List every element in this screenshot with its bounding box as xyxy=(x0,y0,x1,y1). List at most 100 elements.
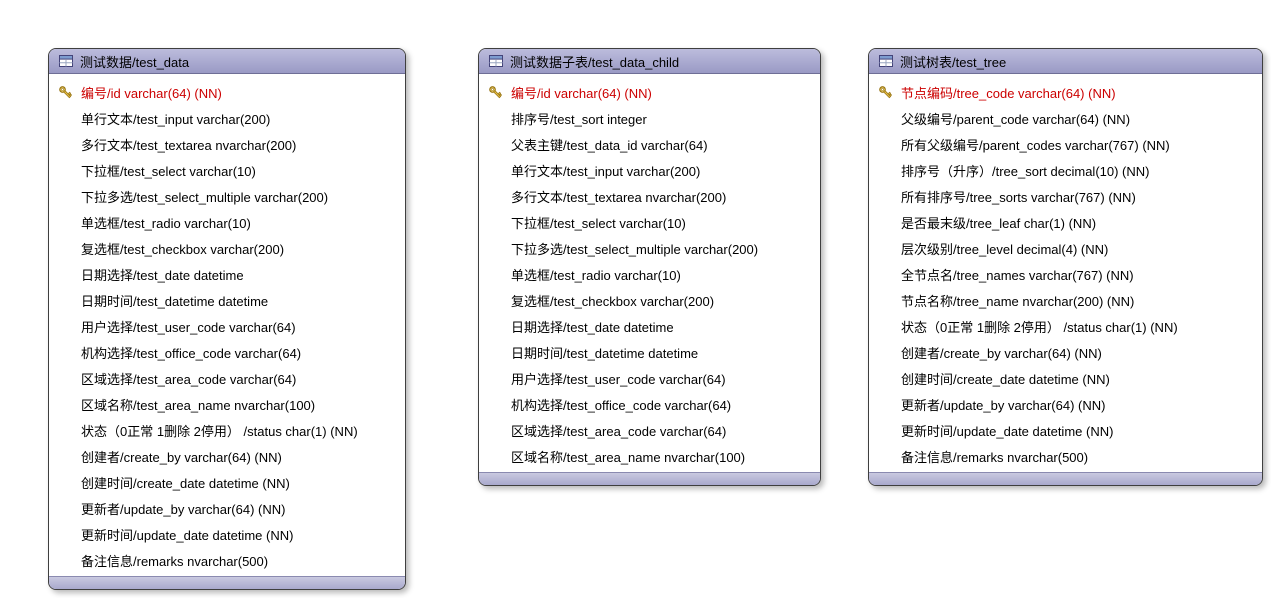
field-label: 机构选择/test_office_code varchar(64) xyxy=(81,345,302,361)
field-row[interactable]: 排序号（升序）/tree_sort decimal(10) (NN) xyxy=(869,157,1262,183)
field-row[interactable]: 创建时间/create_date datetime (NN) xyxy=(49,469,405,495)
field-row[interactable]: 节点名称/tree_name nvarchar(200) (NN) xyxy=(869,287,1262,313)
field-row[interactable]: 排序号/test_sort integer xyxy=(479,105,820,131)
field-row[interactable]: 更新时间/update_date datetime (NN) xyxy=(869,417,1262,443)
field-row[interactable]: 用户选择/test_user_code varchar(64) xyxy=(49,313,405,339)
field-label: 编号/id varchar(64) (NN) xyxy=(81,85,222,101)
field-label: 机构选择/test_office_code varchar(64) xyxy=(511,397,732,413)
db-table-header[interactable]: 测试数据子表/test_data_child xyxy=(479,49,820,74)
field-label: 更新时间/update_date datetime (NN) xyxy=(81,527,294,543)
field-label: 节点名称/tree_name nvarchar(200) (NN) xyxy=(901,293,1135,309)
field-label: 下拉框/test_select varchar(10) xyxy=(511,215,686,231)
field-label: 多行文本/test_textarea nvarchar(200) xyxy=(511,189,727,205)
db-table-card-2[interactable]: 测试数据子表/test_data_child 编号/id varchar(64)… xyxy=(478,48,821,486)
field-row[interactable]: 下拉框/test_select varchar(10) xyxy=(49,157,405,183)
table-footer xyxy=(479,472,820,485)
field-row[interactable]: 更新者/update_by varchar(64) (NN) xyxy=(49,495,405,521)
field-row[interactable]: 备注信息/remarks nvarchar(500) xyxy=(49,547,405,573)
field-label: 所有父级编号/parent_codes varchar(767) (NN) xyxy=(901,137,1170,153)
table-field-list: 编号/id varchar(64) (NN) 单行文本/test_input v… xyxy=(49,74,405,576)
field-label: 更新者/update_by varchar(64) (NN) xyxy=(81,501,286,517)
field-row[interactable]: 创建时间/create_date datetime (NN) xyxy=(869,365,1262,391)
field-row[interactable]: 区域名称/test_area_name nvarchar(100) xyxy=(49,391,405,417)
field-row[interactable]: 区域名称/test_area_name nvarchar(100) xyxy=(479,443,820,469)
field-label: 单选框/test_radio varchar(10) xyxy=(511,267,681,283)
field-row[interactable]: 编号/id varchar(64) (NN) xyxy=(49,79,405,105)
field-label: 更新者/update_by varchar(64) (NN) xyxy=(901,397,1106,413)
field-row[interactable]: 单选框/test_radio varchar(10) xyxy=(49,209,405,235)
field-row[interactable]: 下拉多选/test_select_multiple varchar(200) xyxy=(49,183,405,209)
field-row[interactable]: 日期选择/test_date datetime xyxy=(479,313,820,339)
field-row[interactable]: 单选框/test_radio varchar(10) xyxy=(479,261,820,287)
field-label: 单选框/test_radio varchar(10) xyxy=(81,215,251,231)
field-row[interactable]: 层次级别/tree_level decimal(4) (NN) xyxy=(869,235,1262,261)
key-icon xyxy=(49,84,81,101)
field-row[interactable]: 状态（0正常 1删除 2停用） /status char(1) (NN) xyxy=(49,417,405,443)
field-row[interactable]: 机构选择/test_office_code varchar(64) xyxy=(49,339,405,365)
field-row[interactable]: 创建者/create_by varchar(64) (NN) xyxy=(49,443,405,469)
field-label: 多行文本/test_textarea nvarchar(200) xyxy=(81,137,297,153)
field-row[interactable]: 复选框/test_checkbox varchar(200) xyxy=(479,287,820,313)
field-row[interactable]: 父级编号/parent_code varchar(64) (NN) xyxy=(869,105,1262,131)
field-label: 复选框/test_checkbox varchar(200) xyxy=(511,293,715,309)
field-row[interactable]: 备注信息/remarks nvarchar(500) xyxy=(869,443,1262,469)
db-table-header[interactable]: 测试树表/test_tree xyxy=(869,49,1262,74)
field-label: 备注信息/remarks nvarchar(500) xyxy=(81,553,269,569)
field-label: 用户选择/test_user_code varchar(64) xyxy=(511,371,726,387)
key-icon xyxy=(479,84,511,101)
field-label: 下拉多选/test_select_multiple varchar(200) xyxy=(511,241,759,257)
key-icon xyxy=(869,84,901,101)
field-label: 单行文本/test_input varchar(200) xyxy=(81,111,271,127)
field-row[interactable]: 更新时间/update_date datetime (NN) xyxy=(49,521,405,547)
field-row[interactable]: 更新者/update_by varchar(64) (NN) xyxy=(869,391,1262,417)
db-table-header[interactable]: 测试数据/test_data xyxy=(49,49,405,74)
field-row[interactable]: 日期时间/test_datetime datetime xyxy=(49,287,405,313)
field-label: 排序号（升序）/tree_sort decimal(10) (NN) xyxy=(901,163,1150,179)
field-label: 更新时间/update_date datetime (NN) xyxy=(901,423,1114,439)
table-icon xyxy=(489,55,503,67)
field-row[interactable]: 多行文本/test_textarea nvarchar(200) xyxy=(49,131,405,157)
field-row[interactable]: 区域选择/test_area_code varchar(64) xyxy=(479,417,820,443)
field-row[interactable]: 编号/id varchar(64) (NN) xyxy=(479,79,820,105)
field-label: 排序号/test_sort integer xyxy=(511,111,647,127)
field-row[interactable]: 机构选择/test_office_code varchar(64) xyxy=(479,391,820,417)
field-label: 下拉多选/test_select_multiple varchar(200) xyxy=(81,189,329,205)
field-row[interactable]: 创建者/create_by varchar(64) (NN) xyxy=(869,339,1262,365)
field-row[interactable]: 全节点名/tree_names varchar(767) (NN) xyxy=(869,261,1262,287)
field-label: 单行文本/test_input varchar(200) xyxy=(511,163,701,179)
field-row[interactable]: 所有父级编号/parent_codes varchar(767) (NN) xyxy=(869,131,1262,157)
field-row[interactable]: 单行文本/test_input varchar(200) xyxy=(49,105,405,131)
field-row[interactable]: 父表主键/test_data_id varchar(64) xyxy=(479,131,820,157)
field-row[interactable]: 是否最末级/tree_leaf char(1) (NN) xyxy=(869,209,1262,235)
field-label: 区域名称/test_area_name nvarchar(100) xyxy=(81,397,316,413)
field-label: 父表主键/test_data_id varchar(64) xyxy=(511,137,708,153)
field-label: 下拉框/test_select varchar(10) xyxy=(81,163,256,179)
field-row[interactable]: 节点编码/tree_code varchar(64) (NN) xyxy=(869,79,1262,105)
db-table-card-1[interactable]: 测试数据/test_data 编号/id varchar(64) (NN) xyxy=(48,48,406,590)
field-row[interactable]: 下拉多选/test_select_multiple varchar(200) xyxy=(479,235,820,261)
db-table-card-3[interactable]: 测试树表/test_tree 节点编码/tree_code varchar(64… xyxy=(868,48,1263,486)
field-row[interactable]: 日期时间/test_datetime datetime xyxy=(479,339,820,365)
field-row[interactable]: 下拉框/test_select varchar(10) xyxy=(479,209,820,235)
field-label: 节点编码/tree_code varchar(64) (NN) xyxy=(901,85,1116,101)
field-label: 日期选择/test_date datetime xyxy=(511,319,674,335)
table-title: 测试树表/test_tree xyxy=(900,54,1007,70)
field-label: 状态（0正常 1删除 2停用） /status char(1) (NN) xyxy=(901,319,1178,335)
table-title: 测试数据子表/test_data_child xyxy=(510,54,680,70)
field-label: 复选框/test_checkbox varchar(200) xyxy=(81,241,285,257)
field-row[interactable]: 单行文本/test_input varchar(200) xyxy=(479,157,820,183)
table-footer xyxy=(869,472,1262,485)
field-row[interactable]: 复选框/test_checkbox varchar(200) xyxy=(49,235,405,261)
field-label: 备注信息/remarks nvarchar(500) xyxy=(901,449,1089,465)
field-row[interactable]: 所有排序号/tree_sorts varchar(767) (NN) xyxy=(869,183,1262,209)
field-row[interactable]: 状态（0正常 1删除 2停用） /status char(1) (NN) xyxy=(869,313,1262,339)
field-label: 状态（0正常 1删除 2停用） /status char(1) (NN) xyxy=(81,423,358,439)
field-label: 所有排序号/tree_sorts varchar(767) (NN) xyxy=(901,189,1136,205)
field-label: 日期时间/test_datetime datetime xyxy=(81,293,269,309)
field-row[interactable]: 用户选择/test_user_code varchar(64) xyxy=(479,365,820,391)
field-row[interactable]: 多行文本/test_textarea nvarchar(200) xyxy=(479,183,820,209)
field-row[interactable]: 区域选择/test_area_code varchar(64) xyxy=(49,365,405,391)
field-row[interactable]: 日期选择/test_date datetime xyxy=(49,261,405,287)
table-footer xyxy=(49,576,405,589)
